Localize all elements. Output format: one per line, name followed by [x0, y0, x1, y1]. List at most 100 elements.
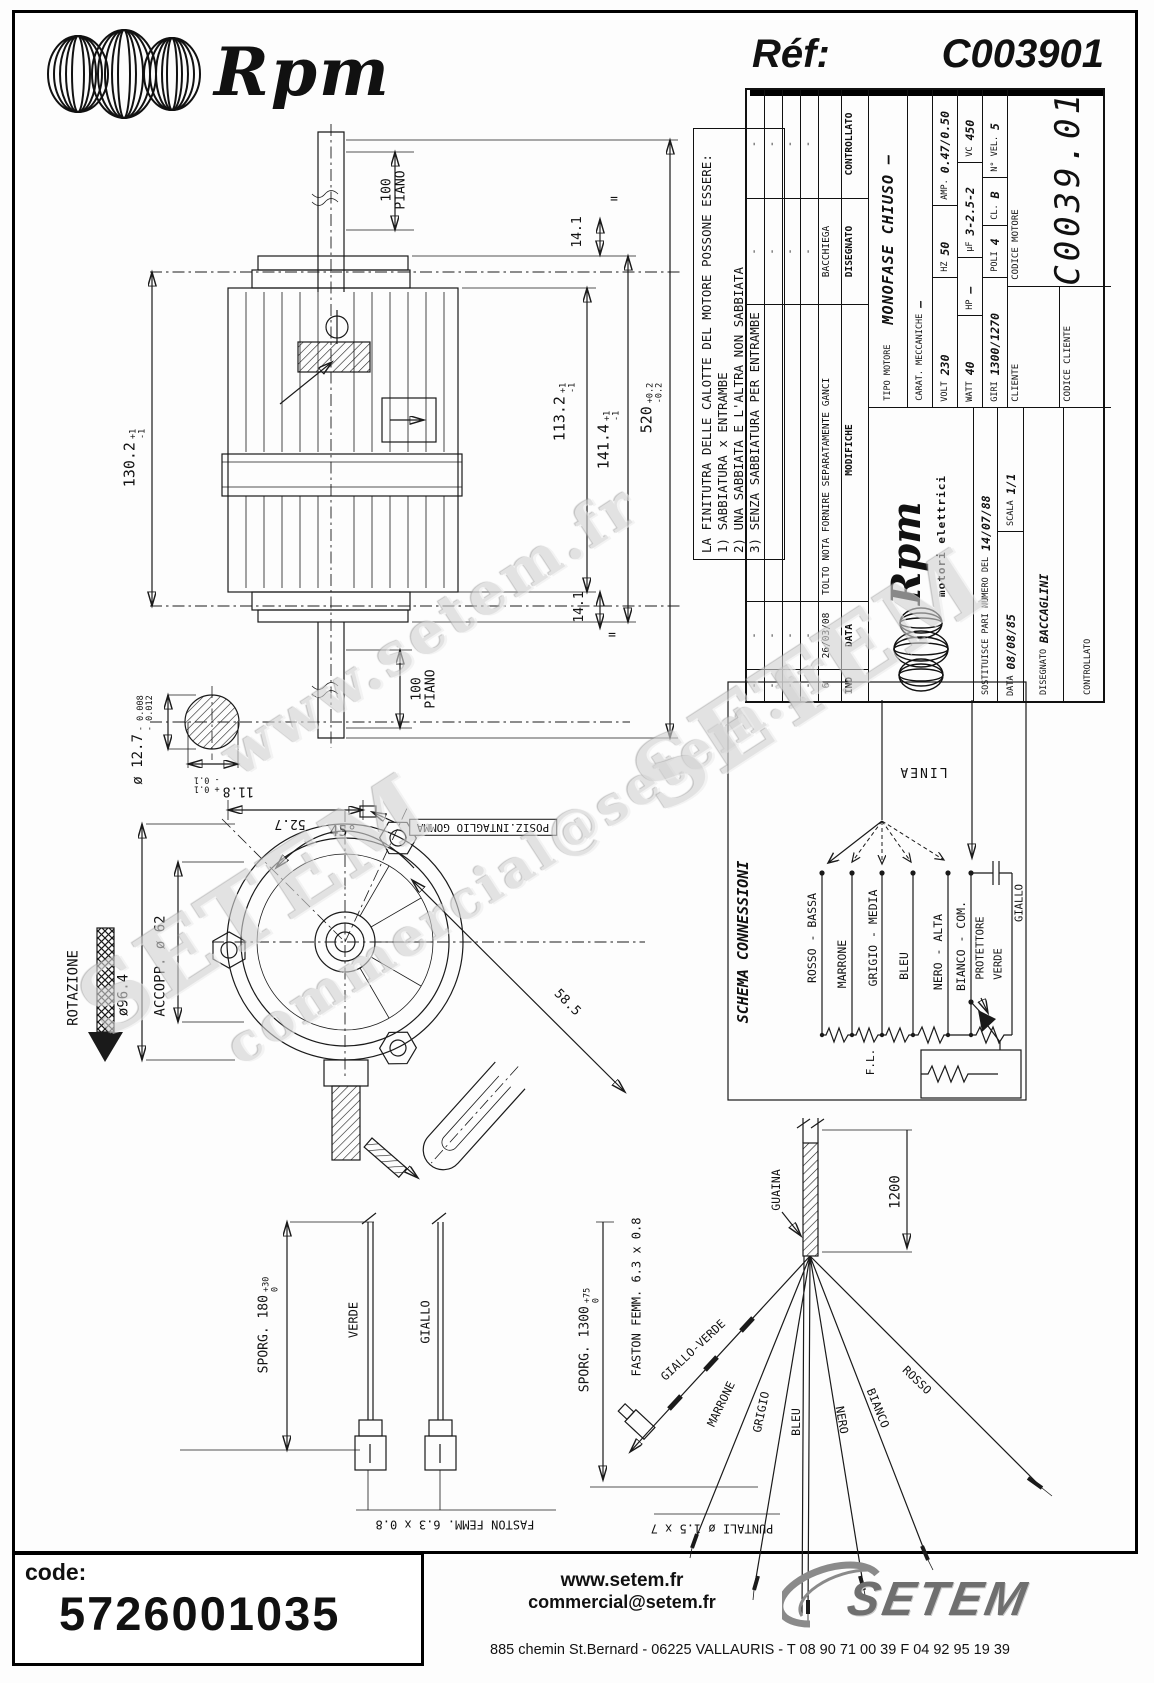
- motor-front-view: [88, 800, 645, 1178]
- note-item: 1) SABBIATURA x ENTRAMBE: [715, 372, 730, 553]
- ref-label: Réf:: [752, 32, 830, 76]
- controllato-label: CONTROLLATO: [1082, 638, 1093, 695]
- ref-value: C003901: [941, 32, 1104, 76]
- equal-mark-top: =: [610, 192, 618, 208]
- guaina-label: GUAINA: [768, 1169, 783, 1211]
- note-title: LA FINITUTRA DELLE CALOTTE DEL MOTORE PO…: [699, 154, 714, 553]
- spec-value: 50: [938, 241, 952, 256]
- rev-ctr: -: [767, 140, 778, 148]
- disegnato-label: DISEGNATO: [1038, 648, 1049, 695]
- setem-address: 885 chemin St.Bernard - 06225 VALLAURIS …: [490, 1642, 1010, 1658]
- disegnato-value: BACCAGLINI: [1036, 573, 1051, 643]
- fan-wire-label: BLEU: [788, 1408, 803, 1436]
- rev-ind: -: [783, 669, 800, 701]
- spec-label: HZ: [940, 261, 950, 272]
- codice-motore-label: CODICE MOTORE: [1011, 209, 1021, 280]
- setem-logo: SETEM: [776, 1556, 1042, 1642]
- carat-value: —: [913, 300, 927, 308]
- rev-ind: -: [801, 669, 818, 701]
- titleblock-brand: Rpm: [883, 501, 930, 605]
- rev-dis: -: [765, 198, 782, 304]
- spec-label: VOLT: [940, 381, 950, 402]
- tipo-motore-label: TIPO MOTORE: [883, 344, 893, 401]
- scala-label: SCALA: [1005, 500, 1016, 526]
- rev-ctr: -: [803, 140, 814, 148]
- spec-label: POLI: [990, 251, 1000, 272]
- cable-assembly: [617, 1118, 1053, 1624]
- schema-verde-label: VERDE: [992, 948, 1005, 980]
- scala-value: 1/1: [1003, 473, 1018, 495]
- dim-accopp-62: ACCOPP. ø 62: [152, 915, 169, 1017]
- spec-value: 230: [938, 354, 952, 376]
- wire-verde-label: VERDE: [346, 1301, 361, 1339]
- rev-dis: -: [801, 198, 818, 304]
- rev-dis: -: [783, 198, 800, 304]
- gasket-notch-label: POSIZ.INTAGLIO GOMMA: [408, 818, 558, 836]
- spec-value: B: [988, 191, 1002, 199]
- rev-mod: [747, 304, 764, 601]
- motor-side-view: [150, 124, 680, 748]
- rev-ind: -: [765, 669, 782, 701]
- code-value: 5726001035: [59, 1587, 341, 1640]
- sheet-border: [12, 10, 1138, 1554]
- rev-date: 26/03/08: [819, 601, 841, 669]
- brand-name: Rpm: [214, 33, 391, 111]
- puntali-label: PUNTALI ø 1.5 x 7: [650, 1521, 774, 1536]
- rev-ctr: -: [749, 140, 760, 148]
- dim-130-2: 130.2+1-1: [120, 428, 148, 488]
- spec-value: 40: [963, 361, 977, 376]
- dim-14-1-bottom: 14.1: [572, 591, 588, 623]
- rev-ind: -: [747, 669, 764, 701]
- spec-value: —: [963, 286, 977, 294]
- dim-52-7: 52.7: [274, 815, 306, 831]
- rev-ctr: -: [785, 140, 796, 148]
- spec-label: CL.: [990, 204, 1000, 220]
- setem-swoosh-icon: [776, 1561, 880, 1628]
- sostituisce-label: SOSTITUISCE PARI NUMERO DEL: [980, 556, 991, 695]
- schema-wire-label: GRIGIO - MEDIA: [865, 889, 880, 987]
- setem-website: www.setem.fr: [560, 1570, 684, 1591]
- spec-value: 3-2.5-2: [963, 187, 977, 236]
- spec-label: WATT: [965, 381, 975, 402]
- carat-label: CARAT. MECCANICHE: [915, 313, 925, 401]
- spec-value: 1300/1270: [988, 312, 1002, 376]
- dim-113-2: 113.2+1-1: [550, 382, 578, 442]
- setem-logo-text: SETEM: [843, 1573, 1034, 1626]
- codice-cliente-label: CODICE CLIENTE: [1063, 325, 1073, 402]
- schema-wire-label: NERO - ALTA: [930, 913, 945, 991]
- cliente-label: CLIENTE: [1008, 286, 1060, 407]
- rev-header-mod: MODIFICHE: [842, 304, 868, 601]
- titleblock-brand-sub: motori elettrici: [935, 475, 948, 597]
- dim-96-4: ø96.4: [115, 973, 132, 1017]
- rev-ind: 6: [819, 669, 841, 701]
- reference-block: Réf: C003901: [752, 32, 1104, 77]
- codice-motore-value: C0039.01: [1047, 90, 1088, 286]
- schema-giallo-label: GIALLO: [1013, 884, 1026, 922]
- note-item: 2) UNA SABBIATA E L'ALTRA NON SABBIATA: [731, 267, 746, 553]
- schema-wire-label: BLEU: [896, 952, 911, 980]
- wire-giallo-label: GIALLO: [418, 1300, 433, 1344]
- setem-contact: www.setem.fr commercial@setem.fr: [492, 1570, 752, 1613]
- dim-141-4: 141.4+1-1: [594, 410, 622, 470]
- rev-mod: [783, 304, 800, 601]
- rev-mod: TOLTO NOTA FORNIRE SEPARATAMENTE GANCI: [819, 304, 841, 601]
- spec-label: GIRI: [990, 381, 1000, 402]
- rev-header-data: DATA: [842, 601, 868, 669]
- rev-date: -: [801, 601, 818, 669]
- rpm-coils-small-icon: [893, 607, 949, 692]
- spec-value: 0.47/0.50: [938, 110, 952, 174]
- spec-value: 4: [988, 238, 1002, 246]
- dim-1200: 1200: [887, 1175, 904, 1209]
- titleblock-rpm-logo: Rpm motori elettrici: [869, 407, 974, 701]
- schema-fl-label: F.L.: [864, 1048, 878, 1076]
- schema-linea-label: LINEA: [898, 763, 948, 779]
- dim-shaft-diameter: ø 12.7- 0.008- 0.012: [130, 695, 155, 785]
- equal-mark-bottom: =: [608, 628, 616, 644]
- sostituisce-value: 14/07/88: [978, 495, 993, 551]
